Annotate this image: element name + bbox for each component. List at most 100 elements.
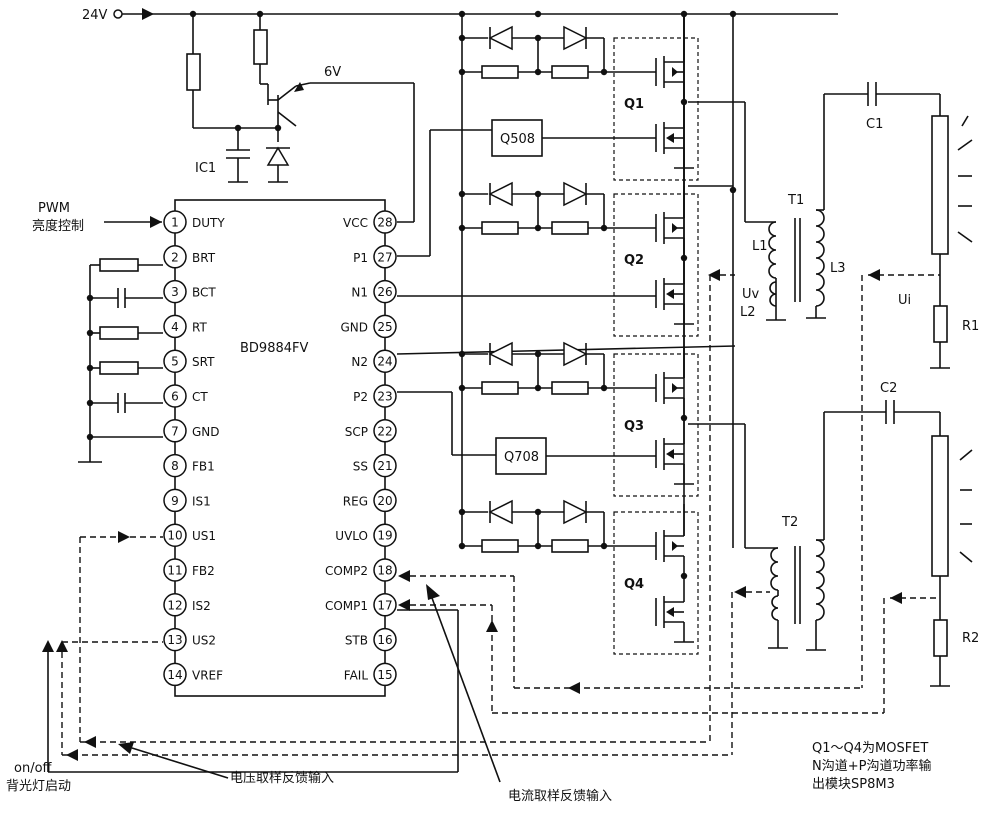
pin-number: 25 [377,320,392,334]
q3-label: Q3 [624,419,644,434]
transformer-t2 [688,411,886,755]
pin-number: 16 [377,633,392,647]
bridge-stage-2 [458,181,699,337]
left-feedback-lines [42,531,732,773]
diode-icon [563,341,588,367]
pin-number: 22 [377,424,392,438]
ic-pin-16: 16 STB [345,627,397,652]
ic-pin-4: 4 RT [163,314,207,339]
pin-name: BCT [192,286,216,300]
pin-number: 1 [171,216,179,230]
mosfet-module [613,37,699,181]
t1-label: T1 [787,193,804,208]
bridge-stage-4 [458,499,699,655]
current-fb-label: 电流取样反馈输入 [508,788,612,804]
pin-number: 21 [377,459,392,473]
pin-number: 12 [167,598,182,612]
pin-name: IS2 [192,599,211,613]
resistor-icon [551,539,589,553]
pin-name: VCC [343,216,368,230]
diode-icon [563,499,588,525]
pin-name: SS [353,460,368,474]
pin-name: COMP2 [325,564,368,578]
mosfet-module [613,511,699,655]
pin-name: CT [192,390,208,404]
resistor-icon [551,221,589,235]
resistor-icon [481,65,519,79]
diode-icon [563,25,588,51]
ui-label: Ui [898,293,911,308]
pin-number: 4 [171,320,179,334]
transformer-t1 [688,93,868,742]
voltage-fb-label: 电压取样反馈输入 [230,770,334,786]
pin-name: BRT [192,251,216,265]
mosfet-module [613,353,699,497]
diode-icon [488,341,513,367]
note-line1: Q1～Q4为MOSFET [812,741,928,756]
q4-label: Q4 [624,577,644,592]
pin-name: US1 [192,529,216,543]
pin-name: RT [192,320,207,334]
ic-right-connections [396,129,884,714]
ic-pin-21: 21 SS [353,453,397,478]
voltage-fb-leader [118,742,229,779]
lamp1-circuit [861,82,973,688]
pin-number: 6 [171,390,179,404]
resistor-icon [551,381,589,395]
pwm-label-line2: 亮度控制 [32,218,84,234]
pin-number: 23 [377,390,392,404]
l3-label: L3 [830,261,846,276]
resistor-icon [551,65,589,79]
mosfet-module [613,193,699,337]
pin-number: 20 [377,494,392,508]
ic-pin-18: 18 COMP2 [325,558,397,582]
vcc6-label: 6V [324,65,341,80]
l1-label: L1 [752,239,768,254]
c2-label: C2 [880,381,897,396]
bridge-rails [461,14,737,548]
pin-name: FB1 [192,460,215,474]
pin-name: UVLO [335,529,368,543]
pin-number: 19 [377,529,392,543]
supply-label: 24V [82,8,108,23]
pin-name: N1 [351,286,368,300]
bridge-stage-1 [458,25,699,181]
r1-label: R1 [962,319,979,334]
resistor-icon [481,539,519,553]
pwm-label-line1: PWM [38,201,70,216]
right-pin-group: 28VCC27P126N125GND24N223P222SCP21SS20REG… [325,210,397,687]
pin-name: VREF [192,668,223,682]
ic-pin-12: 12 IS2 [163,593,211,617]
uv-label: Uv [742,287,760,302]
diode-icon [488,499,513,525]
bridge-stages [458,14,699,655]
pin-number: 17 [377,598,392,612]
pin-name: STB [345,634,368,648]
resistor-icon [481,381,519,395]
pin-number: 18 [377,564,392,578]
pin-number: 15 [377,668,392,682]
note-line2: N沟道+P沟道功率输 [812,758,931,774]
lamp2-circuit [883,400,973,713]
ic-pin-6: 6 CT [163,384,208,408]
pin-name: N2 [351,355,368,369]
q508-label: Q508 [500,132,535,147]
onoff-label-line1: on/off [14,761,53,776]
ic-body [174,199,386,697]
pin-name: GND [192,425,220,439]
regulator-section [186,14,415,210]
